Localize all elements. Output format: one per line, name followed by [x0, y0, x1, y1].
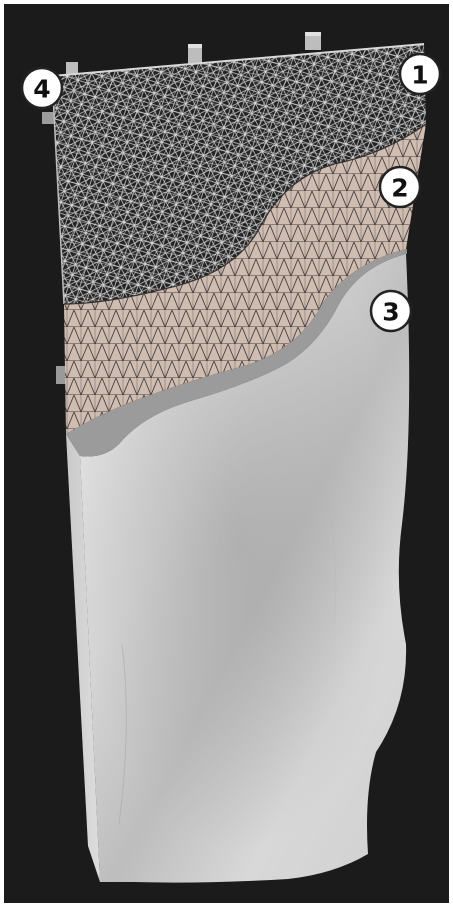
callout-1: 1 [400, 54, 440, 94]
callout-2: 2 [380, 167, 420, 207]
wall-layers-illustration: 4 1 2 3 [4, 4, 449, 903]
callout-1-label: 1 [411, 61, 428, 90]
callout-4-label: 4 [33, 75, 50, 104]
callout-4: 4 [22, 68, 62, 108]
callout-3-label: 3 [382, 298, 399, 327]
callout-3: 3 [371, 291, 411, 331]
callout-2-label: 2 [391, 174, 408, 203]
diagram-scene: 4 1 2 3 [4, 4, 449, 903]
